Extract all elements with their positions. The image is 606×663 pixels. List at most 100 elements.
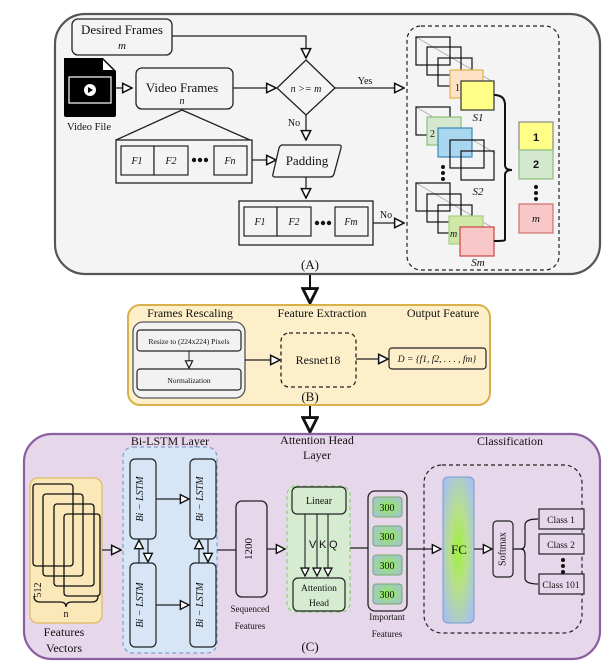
output-formula: D = {f1, f2, . . . , fm} xyxy=(397,354,477,365)
ellipsis-icon xyxy=(561,558,565,574)
stack-sm: m Sm xyxy=(415,182,496,269)
frame-label: F2 xyxy=(287,217,299,228)
attention-title-2: Layer xyxy=(303,448,331,462)
stack-index: m xyxy=(450,229,457,240)
class-box xyxy=(538,573,585,595)
bilstm-title: Bi-LSTM Layer xyxy=(131,434,209,448)
no-label-decision: No xyxy=(288,118,300,129)
frame-label: Fn xyxy=(223,156,235,167)
linear-label: Linear xyxy=(306,496,333,507)
sequence-item-label: m xyxy=(532,213,540,225)
frame-cell xyxy=(213,145,248,176)
decision-text: n >= m xyxy=(291,84,322,95)
features-vectors-label-2: Vectors xyxy=(46,641,82,655)
attention-head-label-1: Attention xyxy=(301,584,337,594)
dim-n-label: n xyxy=(64,609,69,620)
stack-label: S2 xyxy=(473,186,485,198)
k-label: K xyxy=(319,539,327,551)
panel-b: Frames Rescaling Feature Extraction Outp… xyxy=(127,304,491,406)
bilstm-cell-label: Bi − LSTM xyxy=(195,476,206,522)
ellipsis-icon xyxy=(534,185,538,201)
stack-region xyxy=(406,25,560,271)
ellipsis-icon xyxy=(191,157,209,163)
panel-c-label: (C) xyxy=(301,639,318,654)
sequenced-label-1: Sequenced xyxy=(231,604,270,614)
attention-title-1: Attention Head xyxy=(280,433,354,447)
important-feature-value: 300 xyxy=(380,561,395,572)
no-label-frames: No xyxy=(380,210,392,221)
output-sequence: 1 2 m xyxy=(518,121,554,234)
panel-b-label: (B) xyxy=(301,389,318,404)
class-box xyxy=(538,508,585,530)
brace-icon xyxy=(493,94,513,242)
video-file-label: Video File xyxy=(67,122,111,133)
fc-layer xyxy=(442,476,475,624)
bilstm-cell-label: Bi − LSTM xyxy=(195,582,206,628)
feature-vectors-stack xyxy=(32,483,101,597)
v-label: V xyxy=(309,539,317,551)
attention-head-label-2: Head xyxy=(309,599,329,609)
bilstm-cell: Bi − LSTM xyxy=(189,458,217,540)
resnet-label: Resnet18 xyxy=(296,353,341,367)
fc-label: FC xyxy=(451,542,467,557)
important-feature-item: 300 xyxy=(372,496,403,518)
output-feature-title: Output Feature xyxy=(407,306,479,320)
resize-label: Resize to (224x224) Pixels xyxy=(148,337,229,346)
frame-cell xyxy=(120,145,155,176)
features-vectors-label-1: Features xyxy=(44,625,85,639)
important-feature-item: 300 xyxy=(372,525,403,547)
sequenced-value: 1200 xyxy=(243,538,255,561)
frame-label: F1 xyxy=(253,217,265,228)
frame-label: F1 xyxy=(130,156,142,167)
stack-label: S1 xyxy=(473,112,484,124)
bilstm-cell-label: Bi − LSTM xyxy=(135,582,146,628)
stack-index: 1 xyxy=(455,83,460,94)
bilstm-cell: Bi − LSTM xyxy=(189,562,217,648)
stack-front-frame xyxy=(437,127,473,158)
sequence-item xyxy=(518,203,554,234)
attention-head-box xyxy=(292,577,346,612)
desired-frames-var: m xyxy=(118,40,126,52)
linear-box xyxy=(291,486,347,515)
important-feature-item: 300 xyxy=(372,583,403,605)
yes-label: Yes xyxy=(358,76,373,87)
stack-s1: 1 S1 xyxy=(415,36,496,124)
important-label-2: Features xyxy=(372,629,403,639)
stack-front-frame xyxy=(460,80,495,111)
video-frames-title: Video Frames xyxy=(146,80,219,95)
ellipsis-icon xyxy=(314,220,332,226)
class-label: Class 101 xyxy=(542,581,579,591)
important-feature-value: 300 xyxy=(380,590,395,601)
sequence-item-label: 1 xyxy=(533,132,539,144)
sequenced-label-2: Features xyxy=(235,621,266,631)
stack-index: 2 xyxy=(430,129,435,140)
brace-icon xyxy=(33,595,99,608)
normalization-box xyxy=(136,368,242,391)
frames-m-group: F1 F2 Fm xyxy=(238,200,374,246)
padding-label: Padding xyxy=(286,153,329,168)
ellipsis-icon xyxy=(441,165,445,181)
bilstm-cell: Bi − LSTM xyxy=(129,562,157,648)
important-feature-item: 300 xyxy=(372,554,403,576)
resnet-box xyxy=(280,332,357,388)
sequence-item xyxy=(518,149,554,180)
padding-box: Padding xyxy=(272,144,342,178)
frame-cell xyxy=(153,145,189,176)
stack-label: Sm xyxy=(471,257,485,269)
features-vectors-box xyxy=(29,477,103,624)
classification-title: Classification xyxy=(477,434,543,448)
important-label-1: Important xyxy=(369,612,405,622)
desired-frames-box: Desired Frames m xyxy=(71,18,173,56)
video-frames-var: n xyxy=(180,96,185,107)
sequence-item-label: 2 xyxy=(533,159,539,171)
frames-rescaling-title: Frames Rescaling xyxy=(147,306,233,320)
frame-cell xyxy=(243,206,278,237)
stack-front-frame xyxy=(459,226,495,257)
normalization-label: Normalization xyxy=(167,376,211,385)
video-file-icon xyxy=(64,58,116,117)
bilstm-cell-label: Bi − LSTM xyxy=(135,476,146,522)
class-label: Class 1 xyxy=(547,516,575,526)
frame-cell xyxy=(276,206,312,237)
panel-a-label: (A) xyxy=(301,257,319,272)
